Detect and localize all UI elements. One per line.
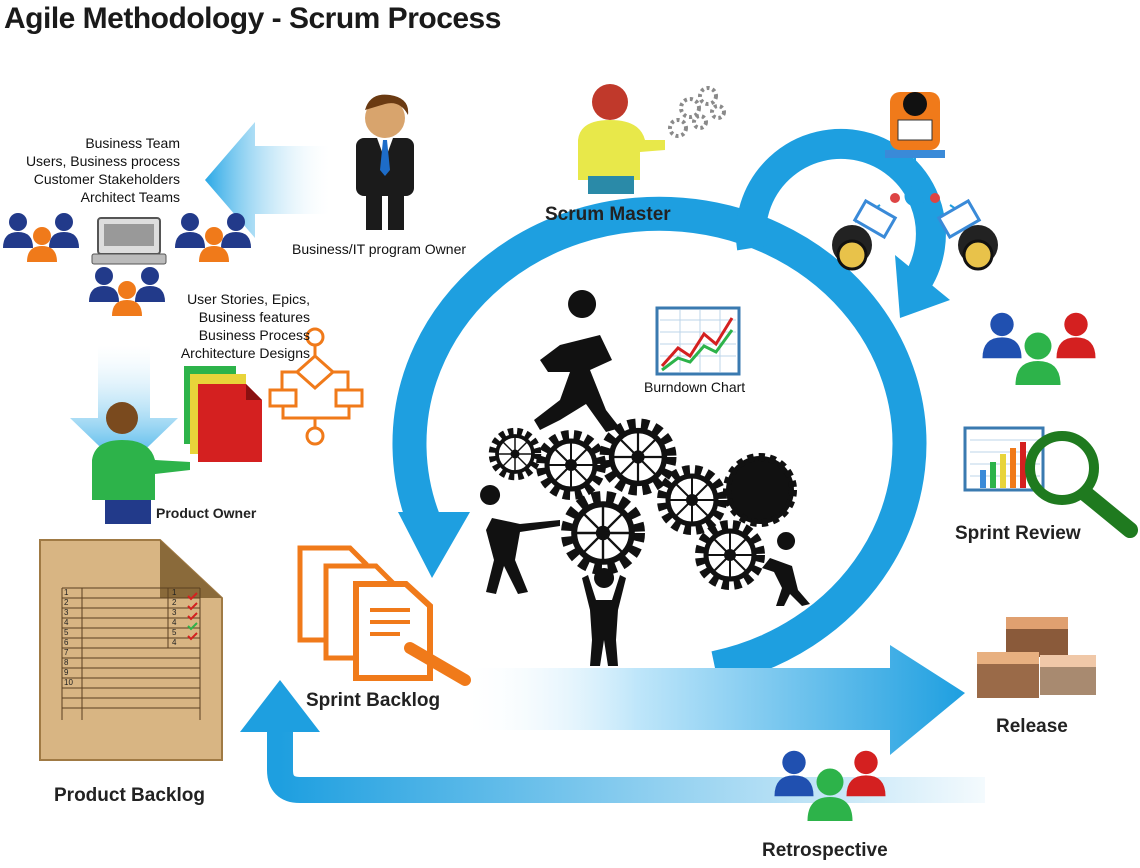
business-team-list: Business Team Users, Business process Cu… [20,134,180,206]
retrospective-label: Retrospective [762,840,888,861]
retrospective-return-arrow [240,680,985,803]
sprint-review-team [982,312,1096,385]
business-team-icons [3,213,251,316]
business-team-line: Customer Stakeholders [33,171,180,187]
business-team-line: Architect Teams [80,189,180,205]
sprint-review-label: Sprint Review [955,523,1081,544]
backlog-row-number: 5 [64,628,69,637]
backlog-side-number: 2 [172,598,177,607]
backlog-row-number: 2 [64,598,69,607]
backlog-row-number: 8 [64,658,69,667]
release-boxes [977,617,1096,698]
user-stories-list: User Stories, Epics, Business features B… [150,290,310,362]
sprint-cycle-arrow [392,128,950,685]
backlog-row-numbers: 1 2 3 4 5 6 7 8 9 10 [64,588,73,688]
backlog-row-number: 7 [64,648,69,657]
requirements-documents [184,366,262,462]
business-team-line: Users, Business process [25,153,180,169]
user-stories-line: User Stories, Epics, [187,291,310,307]
user-stories-line: Architecture Designs [180,345,310,361]
backlog-side-numbers: 1 2 3 4 5 4 [172,588,176,648]
daily-scrum-team [832,92,998,271]
sprint-backlog-label: Sprint Backlog [306,690,441,711]
backlog-row-number: 1 [64,588,69,597]
backlog-row-number: 10 [64,678,73,687]
business-team-line: Business Team [85,135,180,151]
business-owner-figure [356,94,414,230]
page-title: Agile Methodology - Scrum Process [4,2,501,35]
backlog-side-number: 4 [172,638,177,647]
product-backlog-label: Product Backlog [54,785,205,806]
scrum-master-figure [578,84,726,194]
user-stories-line: Business Process [198,327,310,343]
sprint-review-chart [963,426,1138,538]
backlog-side-number: 4 [172,618,177,627]
sprint-backlog-documents [297,545,471,686]
backlog-row-number: 4 [64,618,69,627]
product-backlog-document [39,539,223,761]
backlog-side-number: 3 [172,608,177,617]
retrospective-team [774,750,886,821]
burndown-chart-icon [655,306,741,376]
business-owner-label: Business/IT program Owner [292,241,467,257]
user-stories-line: Business features [198,309,310,325]
backlog-row-number: 3 [64,608,69,617]
arrow-to-business-team [205,122,330,238]
backlog-side-number: 1 [172,588,177,597]
flow-arrow-to-release [460,645,965,755]
product-owner-figure [92,402,190,524]
backlog-side-number: 5 [172,628,177,637]
scrum-master-label: Scrum Master [545,204,671,225]
team-gears [480,290,810,666]
burndown-chart-label: Burndown Chart [644,379,746,395]
backlog-row-number: 6 [64,638,69,647]
product-owner-label: Product Owner [156,505,257,521]
flowchart-icon [268,327,364,446]
backlog-row-number: 9 [64,668,69,677]
release-label: Release [996,716,1068,737]
